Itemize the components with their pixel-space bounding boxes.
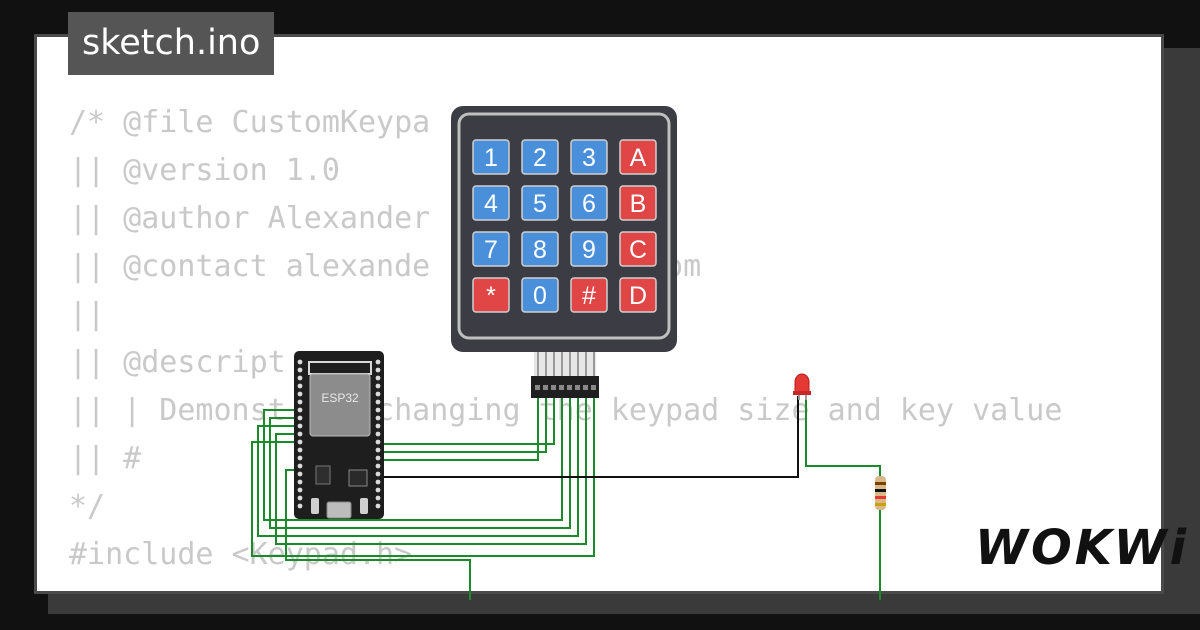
esp32-label: ESP32 [321,391,359,405]
esp32-pin [375,479,381,485]
keypad-key[interactable]: 1 [472,139,510,175]
keypad-key[interactable]: 8 [521,231,559,267]
esp32-pin [375,455,381,461]
code-line: || # [69,441,142,476]
keypad-key[interactable]: 2 [521,139,559,175]
keypad-key[interactable]: 0 [521,277,559,313]
esp32-pin [375,423,381,429]
keypad-key[interactable]: * [472,277,510,313]
esp32-pin [297,503,303,509]
esp32-pin [375,391,381,397]
keypad-key-label: 6 [582,190,596,218]
keypad-4x4[interactable]: 1 2 3 A 4 5 6 B 7 8 9 C * 0 # D [451,106,677,398]
file-tab[interactable]: sketch.ino [68,12,275,75]
keypad-key[interactable]: D [619,277,657,313]
esp32-pin [297,359,303,365]
esp32-pin [375,407,381,413]
esp32-pin [375,415,381,421]
esp32-pin [375,471,381,477]
code-line: || @descript [69,345,286,380]
esp32-pin [297,479,303,485]
esp32-pin [297,399,303,405]
keypad-key[interactable]: A [619,139,657,175]
keypad-key-label: # [582,282,596,310]
keypad-key-label: 5 [533,190,547,218]
esp32-pin [375,375,381,381]
esp32-pin [297,463,303,469]
led-wire [384,396,799,478]
esp32-pin [297,471,303,477]
esp32-pin [375,503,381,509]
esp32-board[interactable]: ESP32 [294,351,384,519]
keypad-key-label: A [630,144,647,172]
esp32-pin [375,399,381,405]
esp32-pin [375,447,381,453]
esp32-pin [297,447,303,453]
esp32-pin [375,487,381,493]
esp32-pin [297,367,303,373]
esp32-pin [297,487,303,493]
keypad-connector [531,352,599,398]
code-line: || @author Alexander [69,201,431,236]
resistor[interactable] [875,476,886,510]
esp32-pin [297,439,303,445]
keypad-key-label: B [630,190,647,218]
keypad-key-label: 7 [484,236,498,264]
keypad-key-label: 0 [533,282,547,310]
esp32-pin [297,391,303,397]
keypad-wires [251,396,595,600]
keypad-key-label: 2 [533,144,547,172]
keypad-key-label: 3 [582,144,596,172]
esp32-pin [297,455,303,461]
keypad-key[interactable]: 7 [472,231,510,267]
code-line: #include <Keypad.h> [69,537,413,572]
keypad-key-label: 9 [582,236,596,264]
resistor-wire [805,396,881,600]
keypad-key-label: 1 [484,144,498,172]
keypad-key[interactable]: B [619,185,657,221]
keypad-key[interactable]: 3 [570,139,608,175]
esp32-pin [297,375,303,381]
code-line: || [69,297,106,332]
keypad-key-label: 8 [533,236,547,264]
esp32-pin [375,359,381,365]
esp32-pin [375,383,381,389]
esp32-pin [375,367,381,373]
keypad-key[interactable]: 4 [472,185,510,221]
esp32-pin [297,383,303,389]
keypad-key-label: D [629,282,647,310]
esp32-pin [297,407,303,413]
esp32-pin [297,415,303,421]
esp32-pin [297,431,303,437]
keypad-key-label: 4 [484,190,498,218]
keypad-key-label: * [486,282,496,310]
keypad-key[interactable]: 6 [570,185,608,221]
red-led[interactable] [793,373,811,400]
wokwi-logo: WOKWi [975,520,1190,576]
keypad-key[interactable]: # [570,277,608,313]
keypad-key[interactable]: 5 [521,185,559,221]
code-line: || @version 1.0 [69,153,340,188]
esp32-pin [375,463,381,469]
esp32-pin [297,423,303,429]
esp32-pin [375,439,381,445]
keypad-key[interactable]: C [619,231,657,267]
esp32-pin [375,495,381,501]
esp32-pin [297,495,303,501]
code-line: */ [69,489,106,524]
code-line: /* @file CustomKeypa [69,105,431,140]
keypad-key-label: C [629,236,647,264]
keypad-key[interactable]: 9 [570,231,608,267]
esp32-pin [375,431,381,437]
